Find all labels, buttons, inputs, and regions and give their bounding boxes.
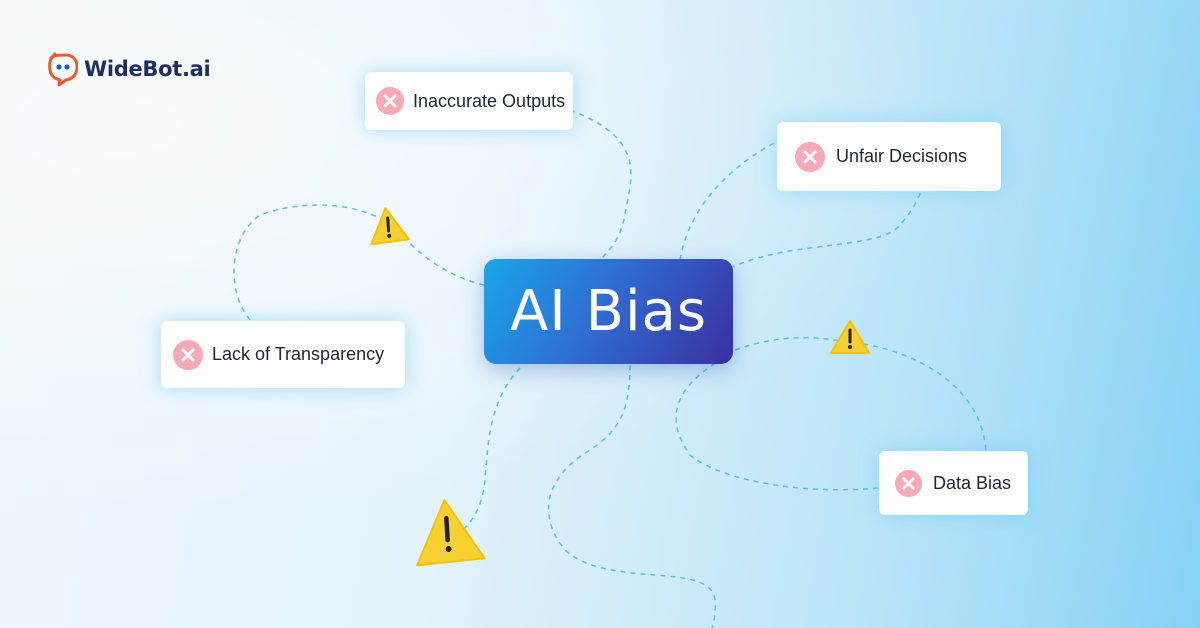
- central-topic-label: AI Bias: [509, 279, 708, 344]
- issue-label: Inaccurate Outputs: [413, 90, 566, 111]
- warning-triangle-icon: [416, 499, 486, 567]
- x-mark-icon: [795, 141, 825, 172]
- warning-triangle-icon: [370, 207, 410, 245]
- brand-name: WideBot.ai: [84, 57, 211, 81]
- issue-card-data-bias: Data Bias: [879, 451, 1028, 515]
- brand-logo[interactable]: WideBot.ai: [48, 52, 211, 86]
- widebot-logo-icon: [48, 52, 78, 86]
- issue-card-inaccurate-outputs: Inaccurate Outputs: [365, 72, 573, 130]
- issue-label: Data Bias: [933, 472, 1012, 493]
- issue-label: Lack of Transparency: [212, 344, 385, 364]
- issue-card-lack-of-transparency: Lack of Transparency: [161, 321, 405, 388]
- issue-card-unfair-decisions: Unfair Decisions: [777, 122, 1001, 191]
- x-mark-icon: [173, 339, 203, 370]
- warning-triangle-icon: [830, 320, 870, 354]
- issue-label: Unfair Decisions: [836, 146, 968, 166]
- x-mark-icon: [895, 469, 922, 497]
- x-mark-icon: [376, 87, 404, 115]
- central-topic: AI Bias: [484, 259, 733, 364]
